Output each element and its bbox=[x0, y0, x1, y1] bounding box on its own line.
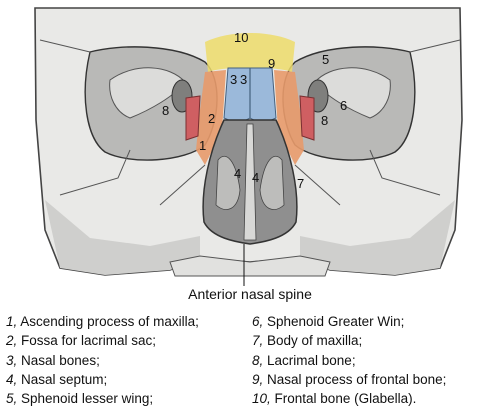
sutures bbox=[39, 39, 461, 206]
right-sphenoid-wing bbox=[314, 67, 391, 119]
label-8-right: 8 bbox=[321, 113, 328, 128]
upper-teeth bbox=[169, 255, 331, 277]
left-sphenoid-wing bbox=[109, 67, 186, 119]
right-ascending-process bbox=[274, 70, 304, 165]
legend-item-5: 5, Sphenoid lesser wing; bbox=[6, 391, 154, 407]
right-lacrimal-bone bbox=[299, 95, 315, 141]
legend-item-1: 1, Ascending process of maxilla; bbox=[6, 314, 199, 329]
label-5: 5 bbox=[322, 52, 329, 67]
label-3b: 3 bbox=[240, 72, 247, 87]
label-3a: 3 bbox=[230, 72, 237, 87]
label-8-left: 8 bbox=[162, 103, 169, 118]
nasal-conchae bbox=[215, 155, 285, 210]
legend-item-2: 2, Fossa for lacrimal sac; bbox=[6, 333, 157, 349]
frontal-nasal-process bbox=[205, 33, 295, 72]
label-4b: 4 bbox=[252, 170, 259, 185]
left-lacrimal-bone bbox=[185, 95, 201, 141]
label-4a: 4 bbox=[234, 166, 241, 181]
legend-item-4: 4, Nasal septum; bbox=[6, 371, 108, 387]
legend-item-3: 3, Nasal bones; bbox=[6, 352, 100, 368]
legend-item-7: 7, Body of maxilla; bbox=[252, 333, 363, 349]
legend-item-9: 9, Nasal process of frontal bone; bbox=[252, 371, 447, 387]
label-6: 6 bbox=[340, 98, 347, 113]
label-1: 1 bbox=[199, 138, 206, 153]
left-ascending-process bbox=[196, 70, 226, 165]
legend-item-10: 10, Frontal bone (Glabella). bbox=[252, 391, 417, 407]
skull-illustration: 10 9 3 3 5 8 2 8 6 1 4 4 7 bbox=[34, 7, 463, 286]
cheek-shading bbox=[45, 200, 455, 275]
nasal-septum bbox=[243, 123, 257, 241]
legend-item-6: 6, Sphenoid Greater Win; bbox=[252, 314, 405, 329]
label-10: 10 bbox=[234, 30, 248, 45]
anterior-nasal-spine-label: Anterior nasal spine bbox=[188, 286, 312, 302]
legend-right-column: 6, Sphenoid Greater Win; 7, Body of maxi… bbox=[252, 312, 446, 408]
legend-left-column: 1, Ascending process of maxilla; 2, Foss… bbox=[6, 312, 199, 408]
legend-item-8: 8, Lacrimal bone; bbox=[252, 352, 356, 368]
label-9: 9 bbox=[268, 56, 275, 71]
label-7: 7 bbox=[297, 176, 304, 191]
label-2: 2 bbox=[208, 111, 215, 126]
